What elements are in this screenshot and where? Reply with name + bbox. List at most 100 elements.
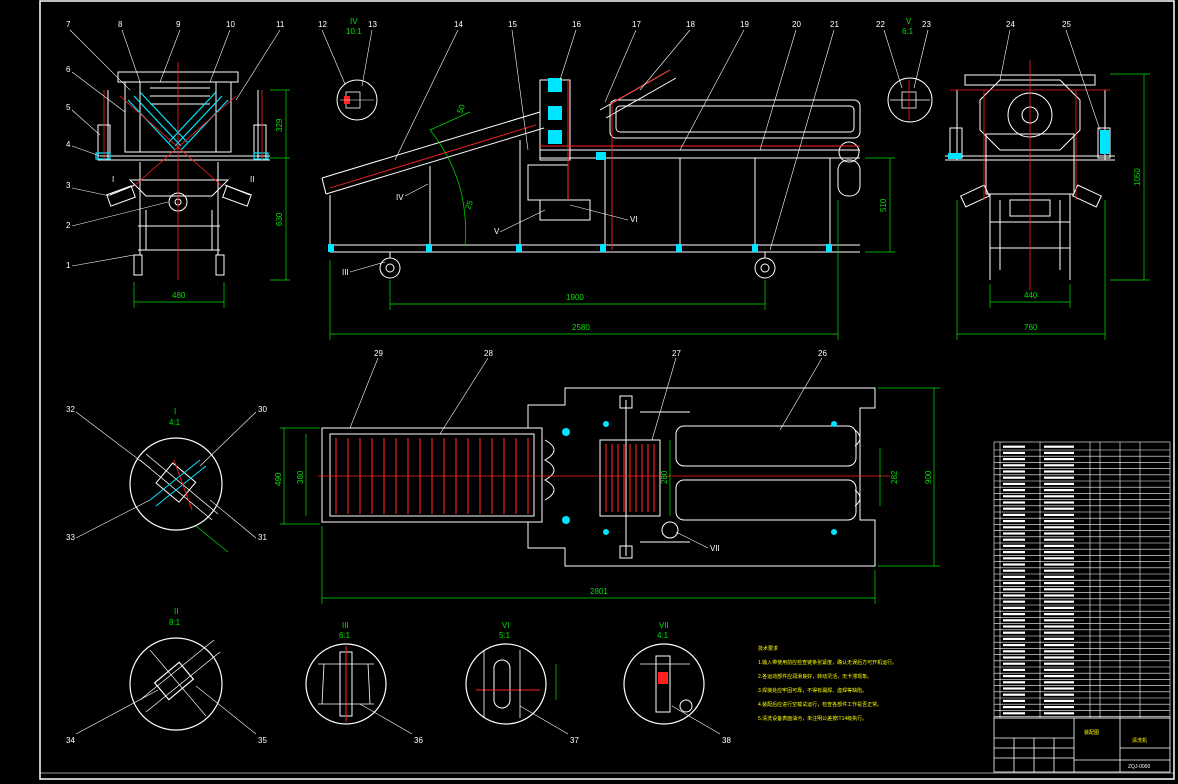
parts-list-entry-mark [1003, 594, 1025, 597]
parts-list-entry-mark [1003, 538, 1025, 541]
part-number-37: 37 [570, 736, 579, 745]
parts-list-entry-mark [1003, 451, 1025, 454]
parts-list-entry-mark [1044, 588, 1074, 591]
parts-list-entry-mark [1003, 582, 1025, 585]
parts-list-entry-mark [1044, 662, 1074, 665]
left-view-centerlines [103, 62, 263, 280]
notes-line-2: 2.各运动部件应润滑良好，转动灵活，无卡滞现象。 [758, 673, 872, 680]
dim-2801: 2801 [590, 587, 608, 596]
parts-list-entry-mark [1044, 470, 1074, 473]
notes-title: 技术要求 [758, 645, 778, 652]
parts-list-entry-mark [1044, 687, 1074, 690]
part-number-29: 29 [374, 349, 383, 358]
section-marker-I: I [112, 175, 114, 184]
parts-list-entry-mark [1003, 662, 1025, 665]
parts-list-entry-mark [1044, 656, 1074, 659]
side-view-frame [321, 69, 861, 279]
parts-list-entry-mark [1044, 544, 1074, 547]
detail-VII-scale: 4:1 [657, 631, 669, 640]
parts-list-entry-mark [1044, 625, 1074, 628]
part-number-2: 2 [66, 221, 71, 230]
detail-VII-name: VII [659, 621, 669, 630]
left-view-brushes [95, 91, 269, 160]
parts-list-entry-mark [1003, 476, 1025, 479]
parts-list-entry-mark [1003, 482, 1025, 485]
parts-list-entry-mark [1044, 458, 1074, 461]
detail-III-name: III [342, 621, 349, 630]
notes-line-5: 5.清洗设备表面油污，未注明公差按IT14级执行。 [758, 715, 867, 722]
parts-list-entry-mark [1003, 712, 1025, 715]
parts-list-entry-mark [1044, 712, 1074, 715]
title-block-drawing-no: ZQJ-0000 [1128, 764, 1150, 770]
part-number-14: 14 [454, 20, 463, 29]
dim-480: 480 [172, 291, 186, 300]
parts-list-entry-mark [1003, 526, 1025, 529]
dim-440: 440 [1024, 291, 1038, 300]
plan-view-accents [562, 421, 837, 535]
plan-view-leaders [349, 357, 823, 549]
parts-list-entry-mark [1044, 563, 1074, 566]
parts-list-entry-mark [1003, 600, 1025, 603]
parts-list-entry-mark [1003, 681, 1025, 684]
detail-I-scale: 4:1 [169, 418, 181, 427]
part-number-9: 9 [176, 20, 181, 29]
part-number-25: 25 [1062, 20, 1071, 29]
parts-list-entry-mark [1003, 563, 1025, 566]
part-number-28: 28 [484, 349, 493, 358]
part-number-32: 32 [66, 405, 75, 414]
detail-V-name: V [906, 17, 912, 26]
part-number-38: 38 [722, 736, 731, 745]
detail-III [305, 643, 413, 735]
parts-list-entry-mark [1003, 507, 1025, 510]
parts-list-entry-mark [1003, 650, 1025, 653]
parts-list-entry-mark [1003, 606, 1025, 609]
parts-list-entry-mark [1044, 600, 1074, 603]
plan-view [321, 387, 876, 567]
parts-list-entry-mark [1003, 619, 1025, 622]
title-block-label: 装配图 [1084, 729, 1099, 736]
part-number-15: 15 [508, 20, 517, 29]
part-number-34: 34 [66, 736, 75, 745]
side-view-accents [328, 78, 832, 252]
parts-list-entry-mark [1003, 501, 1025, 504]
parts-list-entry-mark [1044, 445, 1074, 448]
parts-list-entry-mark [1003, 489, 1025, 492]
parts-list-entry-mark [1003, 495, 1025, 498]
detail-II-name: II [174, 607, 178, 616]
left-view-dimensions [133, 89, 290, 308]
technical-notes: 技术要求 1.输入带使用前应检查链条张紧度，确认无误后方可开机运行。 2.各运动… [758, 645, 897, 722]
title-block [993, 717, 1171, 773]
detail-VII [623, 643, 721, 735]
notes-line-1: 1.输入带使用前应检查链条张紧度，确认无误后方可开机运行。 [758, 659, 897, 666]
part-number-12: 12 [318, 20, 327, 29]
parts-list-entry-mark [1003, 706, 1025, 709]
dim-490: 490 [274, 472, 283, 486]
plan-view-dimensions [280, 387, 940, 604]
angle-25: 25 [463, 199, 475, 211]
parts-list-entry-mark [1003, 668, 1025, 671]
parts-list-entry-mark [1044, 650, 1074, 653]
section-marker-III: III [342, 268, 349, 277]
detail-V [883, 29, 933, 123]
parts-list-entry-mark [1003, 675, 1025, 678]
parts-list-entry-mark [1003, 544, 1025, 547]
dim-282: 282 [890, 470, 899, 484]
parts-list-entry-mark [1044, 513, 1074, 516]
part-number-6: 6 [66, 65, 71, 74]
part-number-11: 11 [276, 20, 285, 29]
parts-list-entry-mark [1044, 489, 1074, 492]
parts-list-entry-mark [1003, 532, 1025, 535]
detail-IV-scale: 10:1 [346, 27, 362, 36]
parts-list-entry-mark [1003, 656, 1025, 659]
parts-list-entry-mark [1003, 520, 1025, 523]
parts-list-entry-mark [1044, 495, 1074, 498]
parts-list-entry-mark [1044, 538, 1074, 541]
dim-510: 510 [879, 198, 888, 212]
detail-I [75, 411, 257, 553]
parts-list-entry-mark [1003, 575, 1025, 578]
part-number-31: 31 [258, 533, 267, 542]
part-number-27: 27 [672, 349, 681, 358]
dim-1900: 1900 [566, 293, 584, 302]
dim-900: 900 [924, 470, 933, 484]
